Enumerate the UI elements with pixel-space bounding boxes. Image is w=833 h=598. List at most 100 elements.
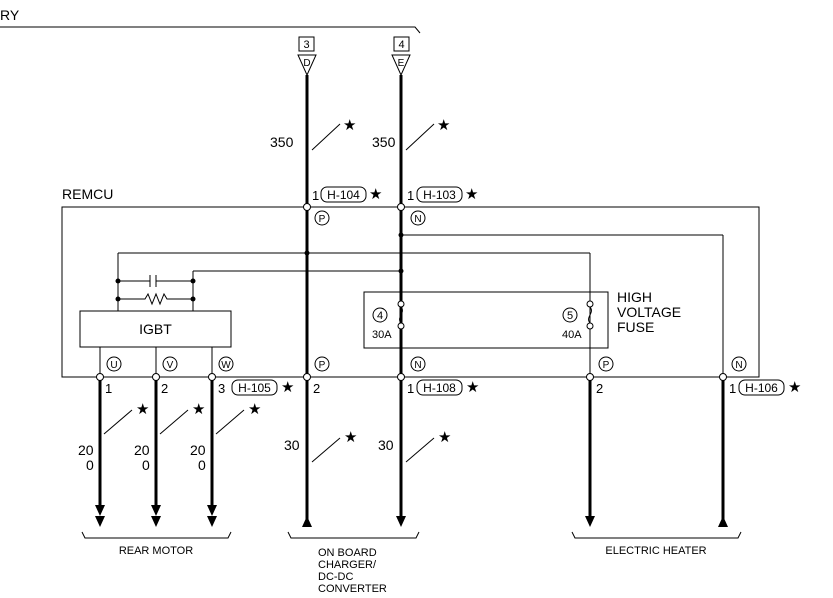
fuse-number-circle-5 <box>562 307 578 323</box>
charger-wire-size-p: 30 <box>284 437 300 453</box>
terminal-3-number: 3 <box>303 39 309 51</box>
fuse-title-line-3: FUSE <box>617 319 654 335</box>
charger-wire-size-n: 30 <box>378 437 394 453</box>
polarity-circle-bottom-n <box>410 356 426 372</box>
heater-bracket <box>571 531 742 539</box>
arrow-down-icon <box>151 516 161 527</box>
junction-node <box>303 373 311 381</box>
arrow-down-icon <box>396 516 406 527</box>
arrow-down-icon <box>151 505 161 516</box>
connector-h104: H-104 <box>327 188 360 202</box>
top-wire-star-2: ★ <box>437 117 450 134</box>
connector-h105: H-105 <box>238 381 271 395</box>
bottom-pin-w: 3 <box>218 381 225 396</box>
junction-node <box>152 373 160 381</box>
bottom-pin-heater-p: 2 <box>596 381 603 396</box>
junction-dot <box>115 296 121 302</box>
fuse-40a-icon <box>586 300 594 330</box>
motor-wire-star-v: ★ <box>192 401 205 418</box>
bottom-pin-n: 1 <box>407 381 414 396</box>
charger-wire-star-p: ★ <box>344 429 357 446</box>
bottom-pin-heater-n: 1 <box>729 381 736 396</box>
bottom-pin-p: 2 <box>313 381 320 396</box>
terminal-4-number: 4 <box>398 39 404 51</box>
polarity-w: W <box>221 360 231 371</box>
connector-h106-outline <box>738 379 785 396</box>
polarity-v: V <box>167 360 174 371</box>
motor-wire-size-w-2: 0 <box>198 457 206 473</box>
fuse-box <box>363 291 609 349</box>
top-wire-size-2: 350 <box>372 134 396 150</box>
connector-h105-outline <box>231 379 278 396</box>
polarity-circle-v <box>162 356 178 372</box>
charger-label-line-1: ON BOARD <box>318 547 377 559</box>
motor-wire-leader-u <box>103 409 133 435</box>
top-wire-star-1: ★ <box>343 117 356 134</box>
arrow-up-icon <box>302 516 312 527</box>
motor-wire-star-w: ★ <box>248 401 261 418</box>
terminal-4: 4 E <box>391 36 411 77</box>
connector-h108-star: ★ <box>466 379 479 396</box>
polarity-bottom-p: P <box>319 360 326 371</box>
arrow-down-icon <box>207 505 217 516</box>
fuse-number-5: 5 <box>567 310 573 322</box>
junction-node <box>586 373 594 381</box>
resistor-icon <box>118 292 193 306</box>
top-wire-size-1: 350 <box>270 134 294 150</box>
arrow-up-icon <box>718 516 728 527</box>
connector-h108-outline <box>416 379 463 396</box>
connector-h108: H-108 <box>423 381 456 395</box>
terminal-4-connector-icon <box>391 54 411 77</box>
arrow-down-icon <box>585 516 595 527</box>
fuse-title-line-2: VOLTAGE <box>617 304 681 320</box>
junction-dot <box>398 232 404 238</box>
arrow-down-icon <box>95 516 105 527</box>
terminal-4-letter: E <box>398 58 405 69</box>
remcu-label: REMCU <box>62 186 113 202</box>
polarity-heater-n: N <box>735 360 742 371</box>
motor-wire-leader-v <box>159 409 189 435</box>
motor-wire-size-u-2: 0 <box>86 457 94 473</box>
junction-dot <box>115 278 121 284</box>
connector-h103: H-103 <box>423 188 456 202</box>
top-pin-2: 1 <box>407 188 414 203</box>
terminal-3: 3 D <box>297 36 317 77</box>
remcu-box <box>61 206 760 378</box>
polarity-circle-heater-p <box>598 356 614 372</box>
connector-h105-star: ★ <box>281 379 294 396</box>
junction-node <box>303 203 311 211</box>
bottom-pin-u: 1 <box>105 381 112 396</box>
charger-wire-star-n: ★ <box>438 429 451 446</box>
junction-node <box>208 373 216 381</box>
motor-wire-leader-w <box>215 409 245 435</box>
terminal-3-connector-icon <box>297 54 317 77</box>
charger-label-line-3: DC-DC <box>318 571 353 583</box>
junction-dot <box>190 278 196 284</box>
motor-wire-size-v-1: 20 <box>134 442 150 458</box>
motor-wire-star-u: ★ <box>136 401 149 418</box>
junction-node <box>397 203 405 211</box>
charger-label-line-2: CHARGER/ <box>318 559 377 571</box>
polarity-circle-w <box>218 356 234 372</box>
connector-h106-star: ★ <box>788 379 801 396</box>
rear-motor-label: REAR MOTOR <box>119 545 193 557</box>
arrow-down-icon <box>207 516 217 527</box>
top-wire-leader-1 <box>311 123 341 151</box>
polarity-circle-top-n <box>410 210 426 226</box>
charger-label-line-4: CONVERTER <box>318 583 387 595</box>
fuse-number-4: 4 <box>377 310 383 322</box>
connector-h104-star: ★ <box>369 186 382 203</box>
connector-h104-outline <box>320 186 367 203</box>
connector-h103-star: ★ <box>465 186 478 203</box>
charger-bracket <box>287 531 420 539</box>
heater-label: ELECTRIC HEATER <box>605 545 706 557</box>
polarity-circle-heater-n <box>731 356 747 372</box>
polarity-u: U <box>110 360 117 371</box>
polarity-top-n: N <box>414 214 421 225</box>
motor-wire-size-v-2: 0 <box>142 457 150 473</box>
igbt-label: IGBT <box>139 321 172 337</box>
capacitor-icon <box>118 275 193 287</box>
fuse-rating-30a: 30A <box>372 329 392 341</box>
polarity-top-p: P <box>319 214 326 225</box>
motor-wire-size-u-1: 20 <box>78 442 94 458</box>
